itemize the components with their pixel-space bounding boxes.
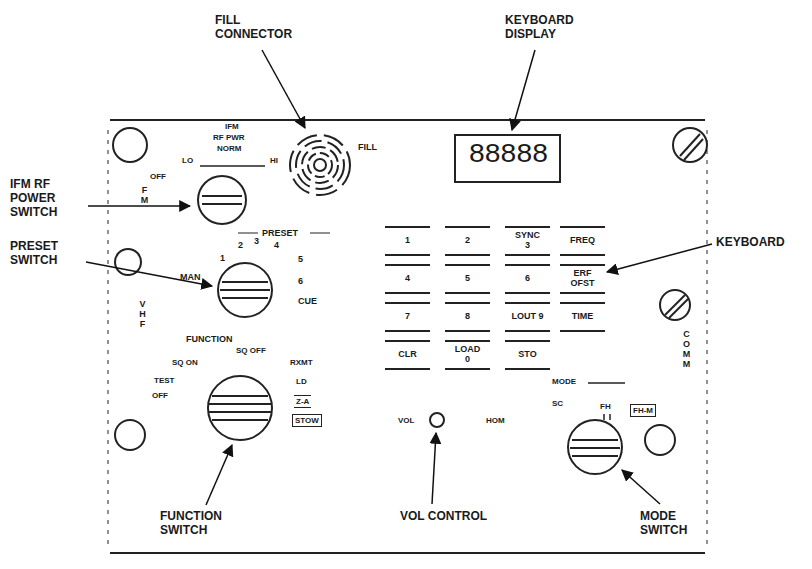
panel-label: SQ ON bbox=[172, 358, 198, 367]
panel-label: FH bbox=[600, 402, 611, 411]
keypad-key: 4 bbox=[385, 264, 430, 294]
callout-label: FUNCTION SWITCH bbox=[160, 510, 255, 538]
key-legend: 8 bbox=[465, 312, 470, 322]
panel-label: HI bbox=[270, 156, 278, 165]
panel-label: NORM bbox=[217, 144, 241, 153]
panel-label: CUE bbox=[298, 296, 317, 306]
panel-label: STOW bbox=[292, 414, 322, 427]
panel-label: FM bbox=[140, 186, 149, 206]
key-legend: 2 bbox=[465, 236, 470, 246]
key-legend: 4 bbox=[405, 274, 410, 284]
keypad-key: SYNC 3 bbox=[505, 226, 550, 256]
key-legend: 6 bbox=[525, 274, 530, 284]
panel-label: MAN bbox=[180, 272, 201, 282]
keypad-key: 8 bbox=[445, 302, 490, 332]
panel-label: RF PWR bbox=[213, 133, 245, 142]
keypad-key: STO bbox=[505, 340, 550, 370]
callout-label: FILL CONNECTOR bbox=[215, 14, 310, 42]
panel-label: 3 bbox=[254, 236, 259, 246]
panel-label: 5 bbox=[298, 254, 303, 264]
panel-label: 4 bbox=[274, 240, 279, 250]
panel-label: FUNCTION bbox=[186, 334, 233, 344]
key-legend: LOAD 0 bbox=[452, 345, 484, 365]
keypad-key: 7 bbox=[385, 302, 430, 332]
panel-label: OFF bbox=[150, 172, 166, 181]
panel-label: TEST bbox=[154, 376, 174, 385]
keypad-key: 5 bbox=[445, 264, 490, 294]
panel-label: VHF bbox=[138, 300, 147, 330]
keypad-key: CLR bbox=[385, 340, 430, 370]
panel-label: IFM bbox=[225, 122, 239, 131]
callout-label: KEYBOARD bbox=[716, 236, 806, 250]
panel-label: FILL bbox=[358, 142, 377, 152]
keypad-key: 2 bbox=[445, 226, 490, 256]
panel-label: MODE bbox=[552, 377, 576, 386]
display-digits: 88888 bbox=[458, 139, 558, 171]
keypad-key: LOAD 0 bbox=[445, 340, 490, 370]
panel-label: SQ OFF bbox=[236, 346, 266, 355]
key-legend: STO bbox=[518, 350, 536, 360]
key-legend: 5 bbox=[465, 274, 470, 284]
key-legend: LOUT 9 bbox=[512, 312, 544, 322]
panel-label: Z-A bbox=[294, 395, 311, 408]
panel-label: COMM bbox=[682, 330, 691, 370]
key-legend: TIME bbox=[572, 312, 594, 322]
keypad-key: LOUT 9 bbox=[505, 302, 550, 332]
key-legend: ERF OFST bbox=[567, 269, 599, 289]
panel-label: SC bbox=[552, 399, 563, 408]
key-legend: SYNC 3 bbox=[512, 231, 544, 251]
panel-label: 2 bbox=[238, 240, 243, 250]
keypad-key: 6 bbox=[505, 264, 550, 294]
panel-label: LD bbox=[296, 377, 307, 386]
panel-label: OFF bbox=[152, 391, 168, 400]
panel-label: HOM bbox=[486, 416, 505, 425]
key-legend: 7 bbox=[405, 312, 410, 322]
panel-label: VOL bbox=[398, 416, 414, 425]
panel-label: PRESET bbox=[262, 228, 298, 238]
callout-label: VOL CONTROL bbox=[400, 510, 490, 524]
key-legend: FREQ bbox=[570, 236, 595, 246]
callout-label: PRESET SWITCH bbox=[10, 240, 88, 268]
callout-label: IFM RF POWER SWITCH bbox=[10, 178, 88, 219]
callout-label: KEYBOARD DISPLAY bbox=[505, 14, 605, 42]
panel-label: RXMT bbox=[290, 358, 313, 367]
panel-label: 1 bbox=[220, 253, 225, 263]
keypad-key: 1 bbox=[385, 226, 430, 256]
panel-label: 6 bbox=[298, 276, 303, 286]
panel-label: FH-M bbox=[630, 404, 656, 417]
keypad-key: TIME bbox=[560, 302, 605, 332]
key-legend: 1 bbox=[405, 236, 410, 246]
keypad-key: ERF OFST bbox=[560, 264, 605, 294]
keypad-key: FREQ bbox=[560, 226, 605, 256]
callout-label: MODE SWITCH bbox=[640, 510, 725, 538]
key-legend: CLR bbox=[398, 350, 417, 360]
panel-label: LO bbox=[182, 156, 193, 165]
